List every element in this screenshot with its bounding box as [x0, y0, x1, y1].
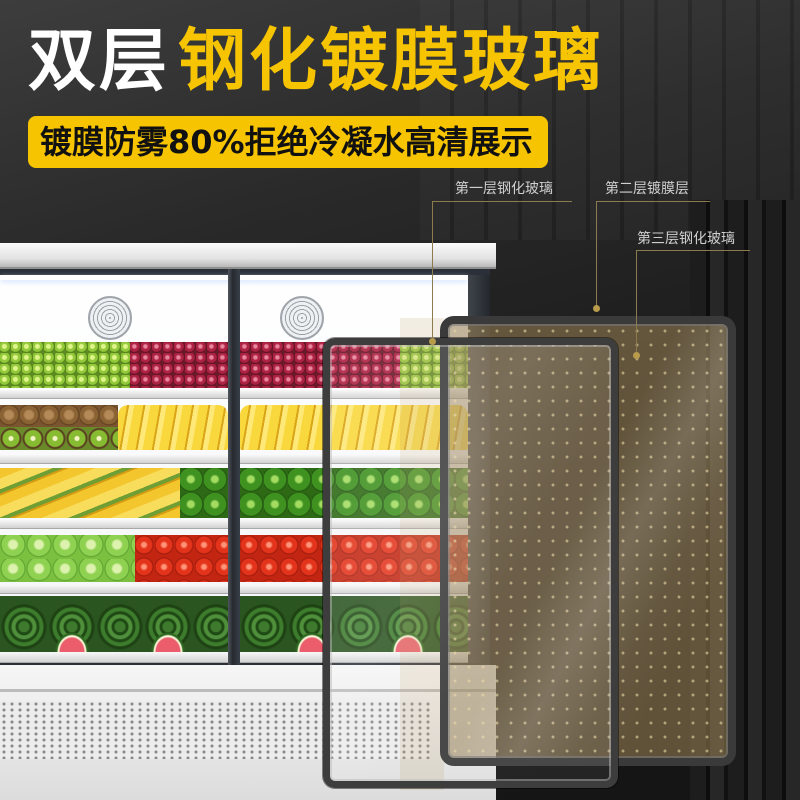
produce-watermelons: [0, 596, 228, 652]
produce-green-grapes: [0, 342, 130, 388]
produce-bananas: [240, 405, 468, 450]
layer3-leader-vertical: [636, 250, 637, 355]
layer1-leader-vertical: [432, 201, 433, 341]
layer3-leader-dot: [633, 352, 640, 359]
produce-kiwi-halves: [0, 427, 118, 450]
produce-green-peppers: [240, 468, 468, 518]
layer1-leader-horizontal: [432, 201, 572, 202]
layer1-leader-dot: [429, 338, 436, 345]
fan-icon: [88, 296, 132, 340]
produce-kiwi: [0, 405, 118, 427]
produce-tomatoes: [135, 535, 228, 582]
feature-banner-text: 镀膜防雾80%拒绝冷凝水高清展示: [40, 123, 533, 161]
produce-watermelons: [240, 596, 468, 652]
layer2-label: 第二层镀膜层: [605, 181, 689, 197]
layer2-leader-dot: [593, 305, 600, 312]
layer3-leader-horizontal: [636, 250, 750, 251]
produce-tomatoes: [240, 535, 468, 582]
door-divider: [228, 269, 240, 665]
layer1-label: 第一层钢化玻璃: [455, 181, 553, 197]
produce-corn: [0, 468, 180, 518]
produce-lettuce: [0, 535, 135, 582]
cabinet-top-bar: [0, 243, 496, 269]
produce-bananas: [118, 405, 228, 450]
headline-part-white: 双层: [28, 22, 171, 101]
layer2-leader-vertical: [596, 201, 597, 308]
vent-grille: [0, 701, 430, 759]
feature-banner: 镀膜防雾80%拒绝冷凝水高清展示: [28, 116, 548, 168]
glass-panel-coated: [440, 316, 736, 766]
headline-part-yellow: 钢化镀膜玻璃: [178, 22, 605, 101]
layer3-label: 第三层钢化玻璃: [637, 231, 735, 247]
produce-green-peppers: [180, 468, 228, 518]
glass-panel-front: [323, 338, 618, 788]
produce-red-grapes: [240, 342, 400, 388]
headline: 双层钢化镀膜玻璃: [28, 24, 604, 100]
produce-red-grapes: [130, 342, 228, 388]
cabinet-base-groove: [0, 689, 496, 692]
fan-icon: [280, 296, 324, 340]
glass-edge-tint: [400, 318, 444, 790]
layer2-leader-horizontal: [596, 201, 710, 202]
